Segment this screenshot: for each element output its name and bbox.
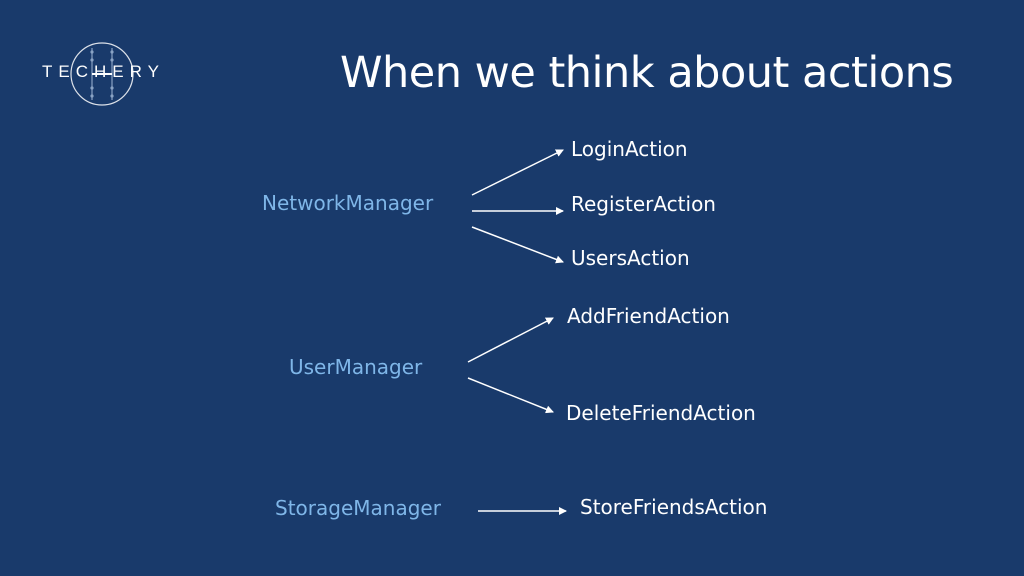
logo-emblem-icon [70,42,134,106]
techery-logo: TECHERY [42,42,162,106]
arrow-network-to-users [471,226,564,264]
add-friend-action-label: AddFriendAction [567,304,730,328]
users-action-label: UsersAction [571,246,690,270]
page-title: When we think about actions [340,48,954,98]
network-manager-label: NetworkManager [262,191,434,215]
arrow-network-to-login [471,149,564,196]
user-manager-label: UserManager [289,355,423,379]
arrow-user-to-addfriend [467,317,554,363]
logo-text: TECHERY [42,62,165,81]
arrow-user-to-deletefriend [467,377,554,414]
login-action-label: LoginAction [571,137,688,161]
storage-manager-label: StorageManager [275,496,441,520]
store-friends-action-label: StoreFriendsAction [580,495,768,519]
delete-friend-action-label: DeleteFriendAction [566,401,756,425]
register-action-label: RegisterAction [571,192,716,216]
